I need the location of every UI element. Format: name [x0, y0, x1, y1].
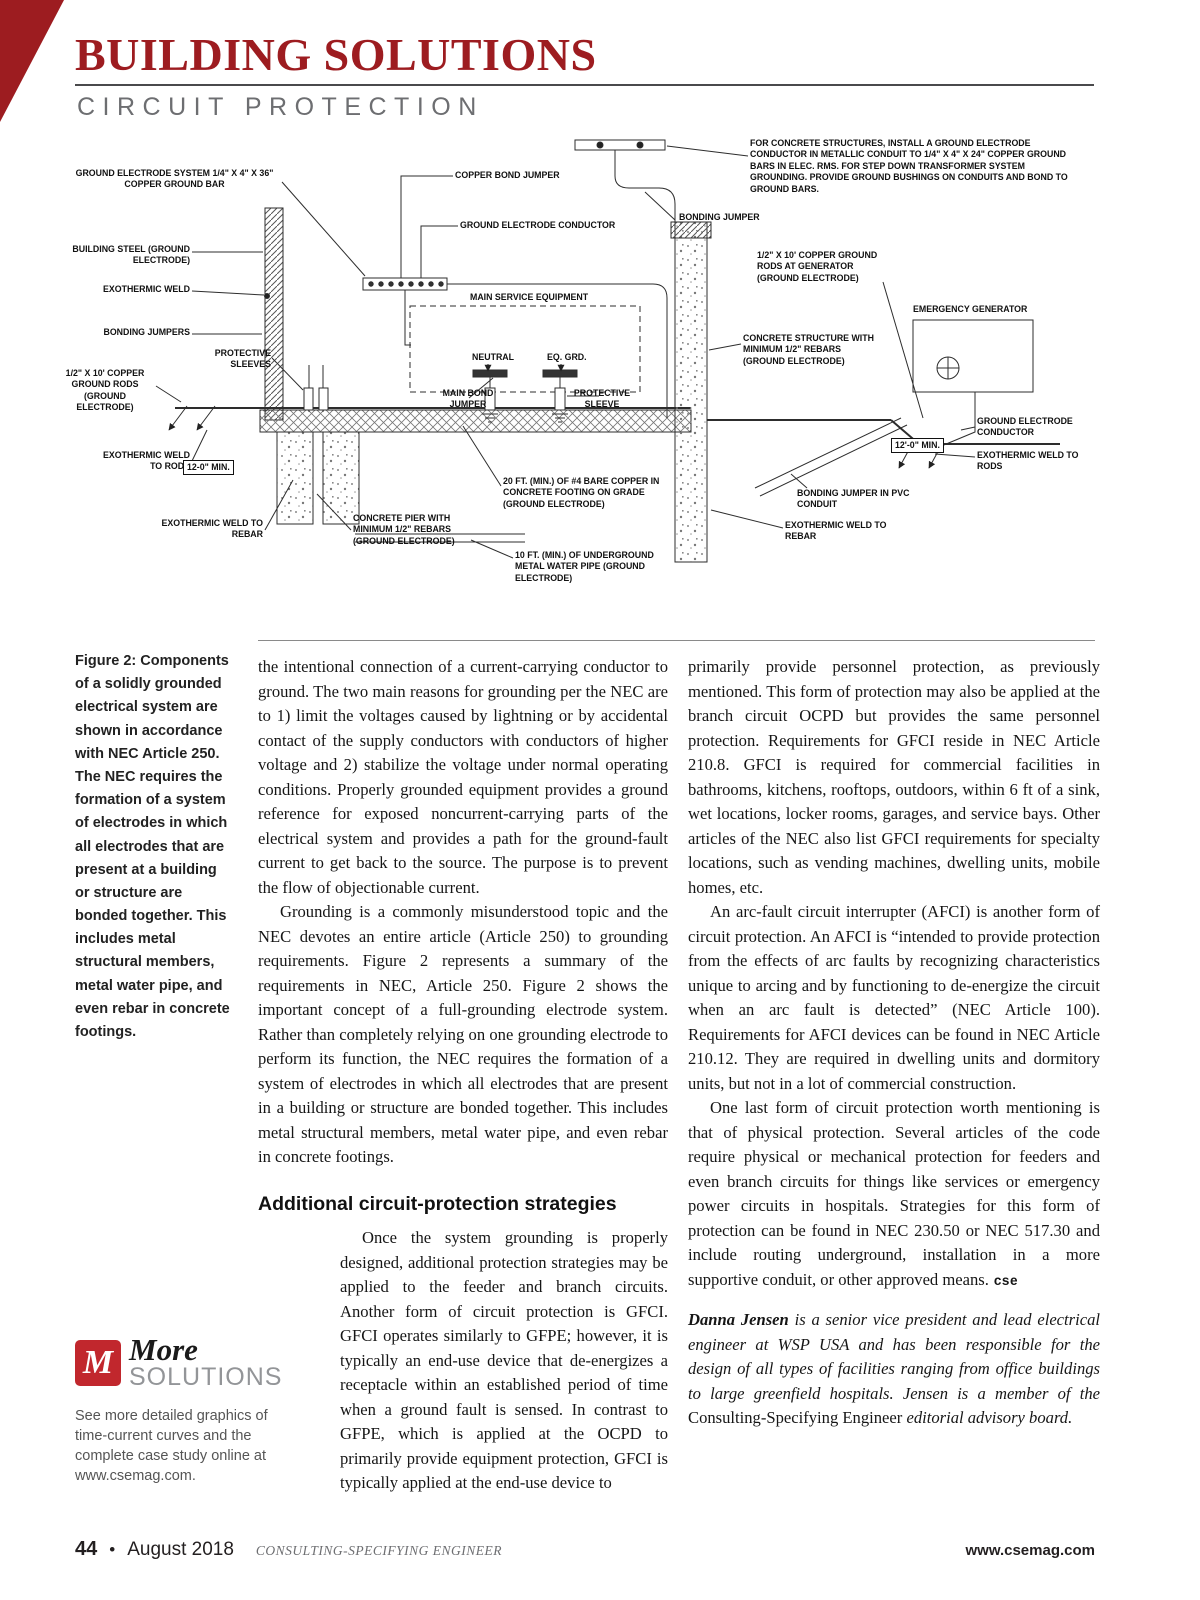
title-rule [75, 84, 1094, 86]
section-subtitle: CIRCUIT PROTECTION [77, 93, 484, 121]
paragraph: An arc-fault circuit interrupter (AFCI) … [688, 902, 1100, 1093]
paragraph-text: One last form of circuit protection wort… [688, 1098, 1100, 1289]
diagram-label-protective-sleeves: PROTECTIVE SLEEVES [214, 348, 271, 370]
diagram-label-concrete-structure: CONCRETE STRUCTURE WITH MINIMUM 1/2" REB… [743, 333, 874, 366]
paragraph: One last form of circuit protection wort… [688, 1096, 1100, 1293]
article-column-left: the intentional connection of a current-… [258, 655, 668, 1539]
page-number: 44 [75, 1538, 98, 1560]
section-title: BUILDING SOLUTIONS [75, 29, 597, 80]
diagram-label-copper-ground-rods: 1/2" X 10' COPPER GROUND RODS (GROUND EL… [65, 368, 145, 413]
diagram-label-bonding-jumper-pvc: BONDING JUMPER IN PVC CONDUIT [797, 488, 910, 510]
diagram-label-emergency-generator: EMERGENCY GENERATOR [913, 304, 1028, 314]
diagram-label-exothermic-weld-to-rods-left: EXOTHERMIC WELD TO RODS [103, 450, 190, 472]
more-solutions-logo-more: More [129, 1332, 198, 1367]
author-bio: Danna Jensen is a senior vice president … [688, 1308, 1100, 1431]
diagram-label-exothermic-weld-to-rods-right: EXOTHERMIC WELD TO RODS [977, 450, 1079, 472]
diagram-label-exothermic-weld: EXOTHERMIC WELD [103, 284, 190, 294]
diagram-label-underground-water-pipe: 10 FT. (MIN.) OF UNDERGROUND METAL WATER… [515, 550, 654, 583]
diagram-label-bare-copper-footing: 20 FT. (MIN.) OF #4 BARE COPPER IN CONCR… [503, 476, 660, 509]
diagram-label-protective-sleeve: PROTECTIVE SLEEVE [573, 388, 631, 410]
diagram-label-ground-electrode-conductor: GROUND ELECTRODE CONDUCTOR [460, 220, 616, 230]
diagram-label-building-steel: BUILDING STEEL (GROUND ELECTRODE) [72, 244, 190, 266]
diagram-label-eq-grd: EQ. GRD. [547, 352, 587, 362]
paragraph: the intentional connection of a current-… [258, 657, 668, 897]
website-url: www.csemag.com [965, 1542, 1096, 1559]
diagram-label-ground-electrode-conductor-right: GROUND ELECTRODE CONDUCTOR [977, 416, 1073, 438]
bio-text: editorial advisory board. [902, 1408, 1073, 1427]
diagram-label-concrete-pier: CONCRETE PIER WITH MINIMUM 1/2" REBARS (… [353, 513, 455, 546]
diagram-label-note-concrete-structures: FOR CONCRETE STRUCTURES, INSTALL A GROUN… [750, 138, 1068, 194]
article-column-right: primarily provide personnel protection, … [688, 655, 1100, 1431]
diagram-label-ground-electrode-system: GROUND ELECTRODE SYSTEM 1/4" X 4" X 36" … [75, 168, 274, 190]
author-name: Danna Jensen [688, 1310, 789, 1329]
publication-name: Consulting-Specifying Engineer [688, 1408, 903, 1427]
column-top-rule [258, 640, 1095, 641]
diagram-label-min-dim-left: 12-0" MIN. [183, 460, 234, 476]
paragraph-text: Once the system grounding is properly de… [340, 1228, 668, 1492]
magazine-name: CONSULTING-SPECIFYING ENGINEER [255, 1543, 503, 1558]
more-solutions-m-icon: M [75, 1340, 121, 1386]
diagram-label-main-service-equipment: MAIN SERVICE EQUIPMENT [470, 292, 589, 302]
cse-end-mark: cse [993, 1272, 1018, 1288]
issue-date: August 2018 [127, 1539, 234, 1560]
footer-bullet: • [109, 1540, 116, 1559]
bio-text: is a senior vice president and lead elec… [688, 1310, 1101, 1403]
corner-accent [0, 0, 64, 122]
diagram-label-ground-rods-at-generator: 1/2" X 10' COPPER GROUND RODS AT GENERAT… [757, 250, 878, 283]
page-footer: 44 • August 2018 CONSULTING-SPECIFYING E… [75, 1538, 1095, 1561]
diagram-label-bonding-jumpers: BONDING JUMPERS [103, 327, 190, 337]
grounding-diagram: FOR CONCRETE STRUCTURES, INSTALL A GROUN… [55, 130, 1145, 635]
grounding-diagram-art [155, 139, 1060, 563]
diagram-label-main-bond-jumper: MAIN BOND JUMPER [442, 388, 494, 410]
more-solutions-logo: M More SOLUTIONS [75, 1332, 325, 1394]
more-solutions-logo-solutions: SOLUTIONS [129, 1363, 283, 1391]
diagram-label-copper-bond-jumper: COPPER BOND JUMPER [455, 170, 560, 180]
figure-caption: Figure 2: Components of a solidly ground… [75, 653, 230, 1040]
diagram-label-min-dim-right: 12'-0" MIN. [891, 438, 944, 454]
subhead: Additional circuit-protection strategies [258, 1192, 617, 1215]
more-solutions-box: M More SOLUTIONS See more detailed graph… [75, 1332, 325, 1486]
paragraph: Once the system grounding is properly de… [258, 1226, 668, 1496]
paragraph: primarily provide personnel protection, … [688, 657, 1100, 897]
diagram-label-bonding-jumper: BONDING JUMPER [679, 212, 760, 222]
more-solutions-text: See more detailed graphics of time-curre… [75, 1408, 268, 1484]
paragraph: Grounding is a commonly misunderstood to… [258, 902, 668, 1166]
diagram-label-exothermic-weld-to-rebar-right: EXOTHERMIC WELD TO REBAR [785, 520, 887, 542]
diagram-label-exothermic-weld-to-rebar-left: EXOTHERMIC WELD TO REBAR [161, 518, 264, 540]
diagram-label-neutral: NEUTRAL [472, 352, 515, 362]
